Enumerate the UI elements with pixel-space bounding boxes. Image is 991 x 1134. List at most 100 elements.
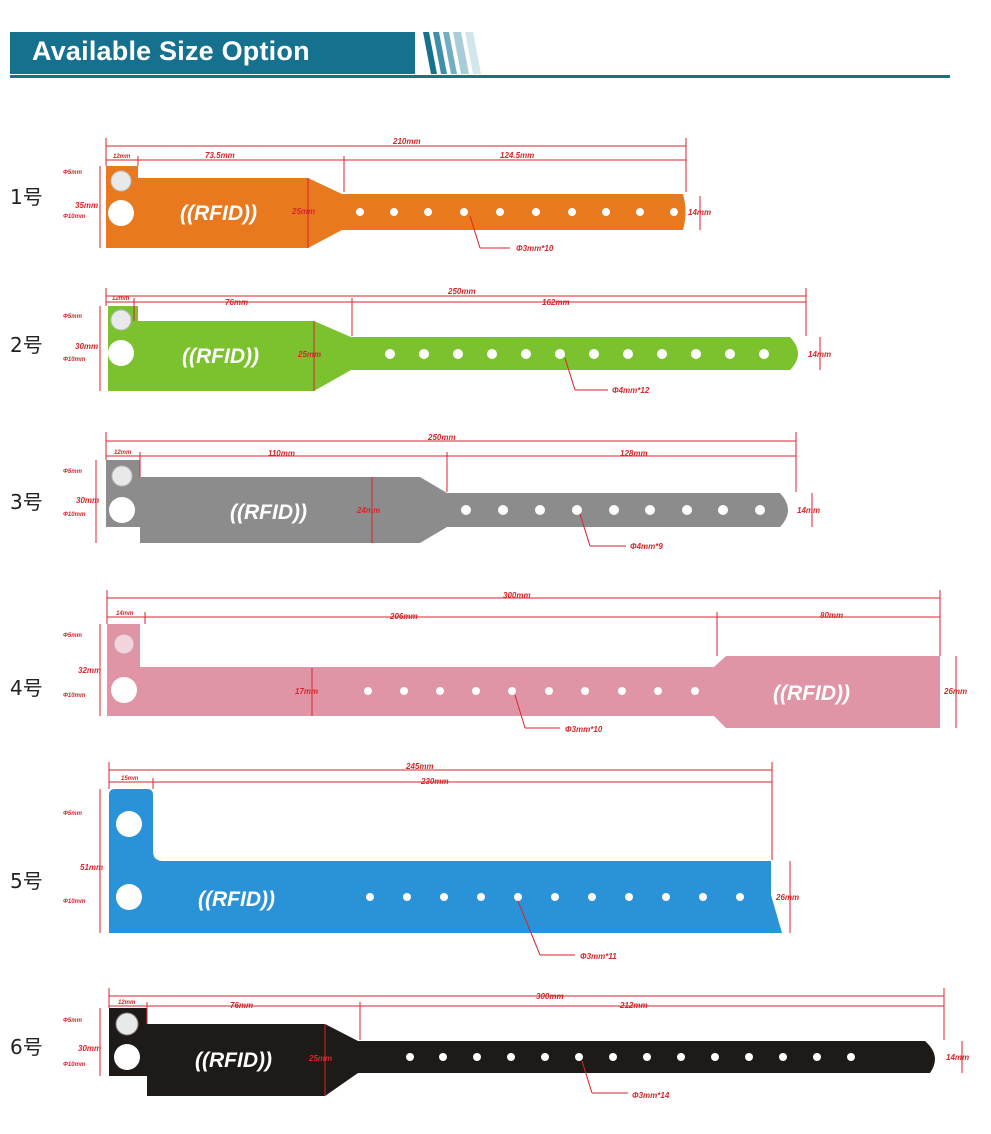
band-5-dim-strap-height: 26mm [775,893,799,902]
band-2-dim-tab: 12mm [112,296,130,302]
band-2-dim-strap-height: 14mm [808,350,831,359]
band-3-dim-hole-small: Φ5mm [63,469,83,475]
band-3-dim-strap-height: 14mm [797,506,820,515]
band-6-dim-tab: 12mm [118,1000,136,1006]
band-4-strap-holes [364,687,699,695]
band-6-dim-head: 76mm [230,1001,253,1010]
band-5-large-hole [116,884,142,910]
band-4-dim-head: 206mm [389,612,418,621]
band-3-rfid-logo: ((RFID)) [230,501,307,524]
band-3-dimension-lines [95,432,813,547]
header-title: Available Size Option [32,36,310,66]
band-2-dim-head-height: 25mm [297,350,321,359]
band-1-large-hole [108,200,134,226]
band-3-dim-holes: Φ4mm*9 [630,542,663,551]
band-5-dim-height: 51mm [80,863,103,872]
band-4-dim-strap: 80mm [820,611,843,620]
band-5-small-hole [116,811,142,837]
band-5-dim-head: 230mm [420,777,449,786]
band-2-large-hole [108,340,134,366]
header-bar [10,32,415,74]
band-1-dim-height: 35mm [75,201,98,210]
band-4-dim-hole-large: Φ10mm [63,693,86,699]
band-4-dim-strap-height: 26mm [943,687,967,696]
band-5-body [109,789,782,933]
band-3-dim-head: 110mm [268,449,295,458]
band-6-dim-head-height: 25mm [308,1054,332,1063]
band-2-dim-height: 30mm [75,342,98,351]
band-2: 2号 ((RFID)) 12mm 76mm 250mm 162mm Φ5mm 3… [10,287,831,395]
band-2-body [108,306,798,391]
band-3-dim-strap: 128mm [620,449,648,458]
band-1-strap-holes [356,208,678,216]
band-1-rfid-logo: ((RFID)) [180,202,257,225]
band-3-dim-height: 30mm [76,496,99,505]
section-header: Available Size Option [10,32,950,80]
band-4-label: 4号 [10,676,43,700]
band-2-dim-strap: 162mm [542,298,570,307]
band-2-dim-head: 76mm [225,298,248,307]
band-6-dim-strap: 212mm [619,1001,648,1010]
band-2-dim-hole-large: Φ10mm [63,357,86,363]
band-4-rfid-logo: ((RFID)) [773,682,850,705]
header-underline [10,75,950,78]
band-6: 6号 ((RFID)) 12mm 76mm 300mm 212mm Φ5mm 3… [10,988,969,1100]
band-6-body [109,1008,935,1096]
band-5-dim-hole-large: Φ10mm [63,899,86,905]
band-1-dim-tab: 12mm [113,154,131,160]
band-1-dim-hole-small: Φ5mm [63,170,83,176]
band-2-dim-hole-small: Φ5mm [63,314,83,320]
band-5: 5号 ((RFID)) 15mm 245mm 230mm Φ5mm 51mm Φ… [10,762,799,961]
band-3-body [106,460,788,543]
band-4-dimension-lines [99,590,957,729]
band-2-dim-total: 250mm [447,287,476,296]
band-5-dimension-lines [99,762,791,956]
band-2-rfid-logo: ((RFID)) [182,345,259,368]
band-4-dim-holes: Φ3mm*10 [565,725,603,734]
band-1-dim-strap: 124.5mm [500,151,534,160]
band-6-dim-hole-small: Φ5mm [63,1018,83,1024]
band-6-rfid-logo: ((RFID)) [195,1049,272,1072]
band-6-dim-height: 30mm [78,1044,101,1053]
band-1-small-hole [110,170,132,192]
band-4-dim-tab: 14mm [116,611,134,617]
band-4-large-hole [111,677,137,703]
band-1-dim-head-height: 25mm [291,207,315,216]
band-6-dim-strap-height: 14mm [946,1053,969,1062]
band-6-dim-holes: Φ3mm*14 [632,1091,670,1100]
band-4: 4号 ((RFID)) 14mm 206mm 300mm 80mm Φ5mm 3… [10,590,967,734]
band-3-dim-tab: 12mm [114,450,132,456]
band-3-small-hole [111,465,133,487]
band-5-dim-total: 245mm [405,762,434,771]
band-2-label: 2号 [10,333,43,357]
band-2-dim-holes: Φ4mm*12 [612,386,650,395]
band-6-label: 6号 [10,1035,43,1059]
band-6-strap-holes [406,1053,855,1061]
band-4-dim-height: 32mm [78,666,101,675]
band-5-label: 5号 [10,869,43,893]
band-4-dim-hole-small: Φ5mm [63,633,83,639]
band-4-dim-head-height: 17mm [295,687,318,696]
band-3: 3号 ((RFID)) 12mm 110mm 250mm 128mm Φ5mm … [10,432,820,551]
band-5-dim-hole-small: Φ5mm [63,811,83,817]
band-1-dim-head: 73.5mm [205,151,235,160]
band-2-dimension-lines [99,288,821,391]
band-1: 1号 ((RFID)) 12mm 73.5mm 210mm 124.5mm Φ5… [10,137,711,253]
band-1-dimension-lines [99,138,701,249]
band-6-large-hole [114,1044,140,1070]
band-3-label: 3号 [10,490,43,514]
band-4-body [107,624,940,728]
band-3-large-hole [109,497,135,523]
band-5-dim-holes: Φ3mm*11 [580,952,617,961]
band-2-strap-holes [385,349,769,359]
band-5-dim-tab: 15mm [121,776,139,782]
band-1-body [106,166,686,248]
band-3-dim-hole-large: Φ10mm [63,512,86,518]
band-2-small-hole [110,309,132,331]
band-1-dim-hole-large: Φ10mm [63,214,86,220]
header-stripes-decoration [423,32,481,74]
band-3-dim-head-height: 24mm [356,506,380,515]
band-6-dim-hole-large: Φ10mm [63,1062,86,1068]
band-3-strap-holes [461,505,765,515]
